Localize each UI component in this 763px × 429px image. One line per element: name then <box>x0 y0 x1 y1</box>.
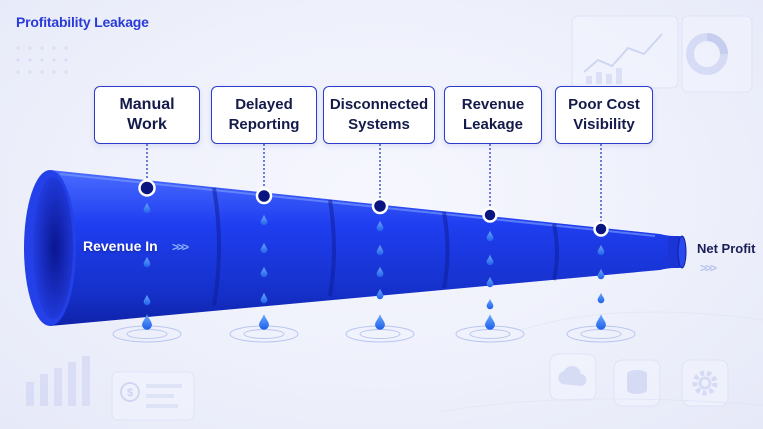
water-drop-icon <box>143 294 151 306</box>
water-drop-icon <box>597 244 605 256</box>
gear-card <box>681 359 729 407</box>
bar-chart-icon <box>26 356 90 406</box>
water-drop-icon <box>486 298 494 310</box>
connector-lines <box>146 144 602 222</box>
database-icon <box>627 370 647 394</box>
ripples <box>112 325 636 343</box>
gear-icon <box>692 370 718 396</box>
water-drop-icon <box>260 292 268 304</box>
callout-manual-work: Manual Work <box>94 86 200 144</box>
leak-hole <box>255 187 273 205</box>
water-drop-icon <box>259 314 269 330</box>
cloud-icon <box>558 366 587 387</box>
net-profit-label: Net Profit <box>697 241 756 256</box>
water-drop-icon <box>597 268 605 280</box>
water-drop-icon <box>260 242 268 254</box>
water-drop-icon <box>596 314 606 330</box>
water-drop-icon <box>143 256 151 268</box>
callout-revenue-leakage: Revenue Leakage <box>444 86 542 144</box>
water-drop-icon <box>376 288 384 300</box>
callout-label: Manual Work <box>119 96 175 133</box>
callout-label: Revenue Leakage <box>461 96 525 133</box>
dollar-icon <box>120 382 140 402</box>
line-chart-icon <box>583 33 663 73</box>
svg-text:$: $ <box>127 387 133 399</box>
page-title: Profitability Leakage <box>16 14 149 30</box>
pipe-ring <box>442 211 450 289</box>
water-drop-icon <box>376 266 384 278</box>
callout-label: Delayed Reporting <box>228 96 300 133</box>
water-drop-icon <box>486 276 494 288</box>
leak-holes <box>138 179 609 237</box>
water-drop-icon <box>375 314 385 330</box>
water-drop-icon <box>376 220 384 232</box>
water-drop-icon <box>597 292 605 304</box>
water-drop-icon <box>260 266 268 278</box>
revenue-in-label: Revenue In <box>83 238 158 254</box>
callout-disconnected-systems: Disconnected Systems <box>323 86 435 144</box>
water-drop-icon <box>486 254 494 266</box>
water-drop-icon <box>142 314 152 330</box>
funnel-pipe <box>24 170 687 326</box>
leak-hole <box>593 221 609 237</box>
callout-poor-cost-visibility: Poor Cost Visibility <box>555 86 653 144</box>
leak-hole <box>138 179 156 197</box>
leak-hole <box>371 197 389 215</box>
water-drop-icon <box>143 202 151 214</box>
pipe-ring <box>552 223 559 281</box>
callout-delayed-reporting: Delayed Reporting <box>211 86 317 144</box>
flow-arrows-in: >>> <box>172 240 189 254</box>
flow-arrows-out: >>> <box>700 261 717 275</box>
leak-hole <box>482 207 498 223</box>
pipe-ring <box>212 187 221 307</box>
callout-label: Poor Cost Visibility <box>568 96 640 133</box>
water-drop-icon <box>260 214 268 226</box>
background-decor: $ <box>16 15 763 421</box>
water-drop-icon <box>485 314 495 330</box>
pipe-ring <box>328 199 336 297</box>
leak-drops <box>142 202 606 330</box>
callout-label: Disconnected Systems <box>329 96 429 133</box>
dot-grid <box>16 46 68 74</box>
water-drop-icon <box>486 230 494 242</box>
water-drop-icon <box>376 244 384 256</box>
